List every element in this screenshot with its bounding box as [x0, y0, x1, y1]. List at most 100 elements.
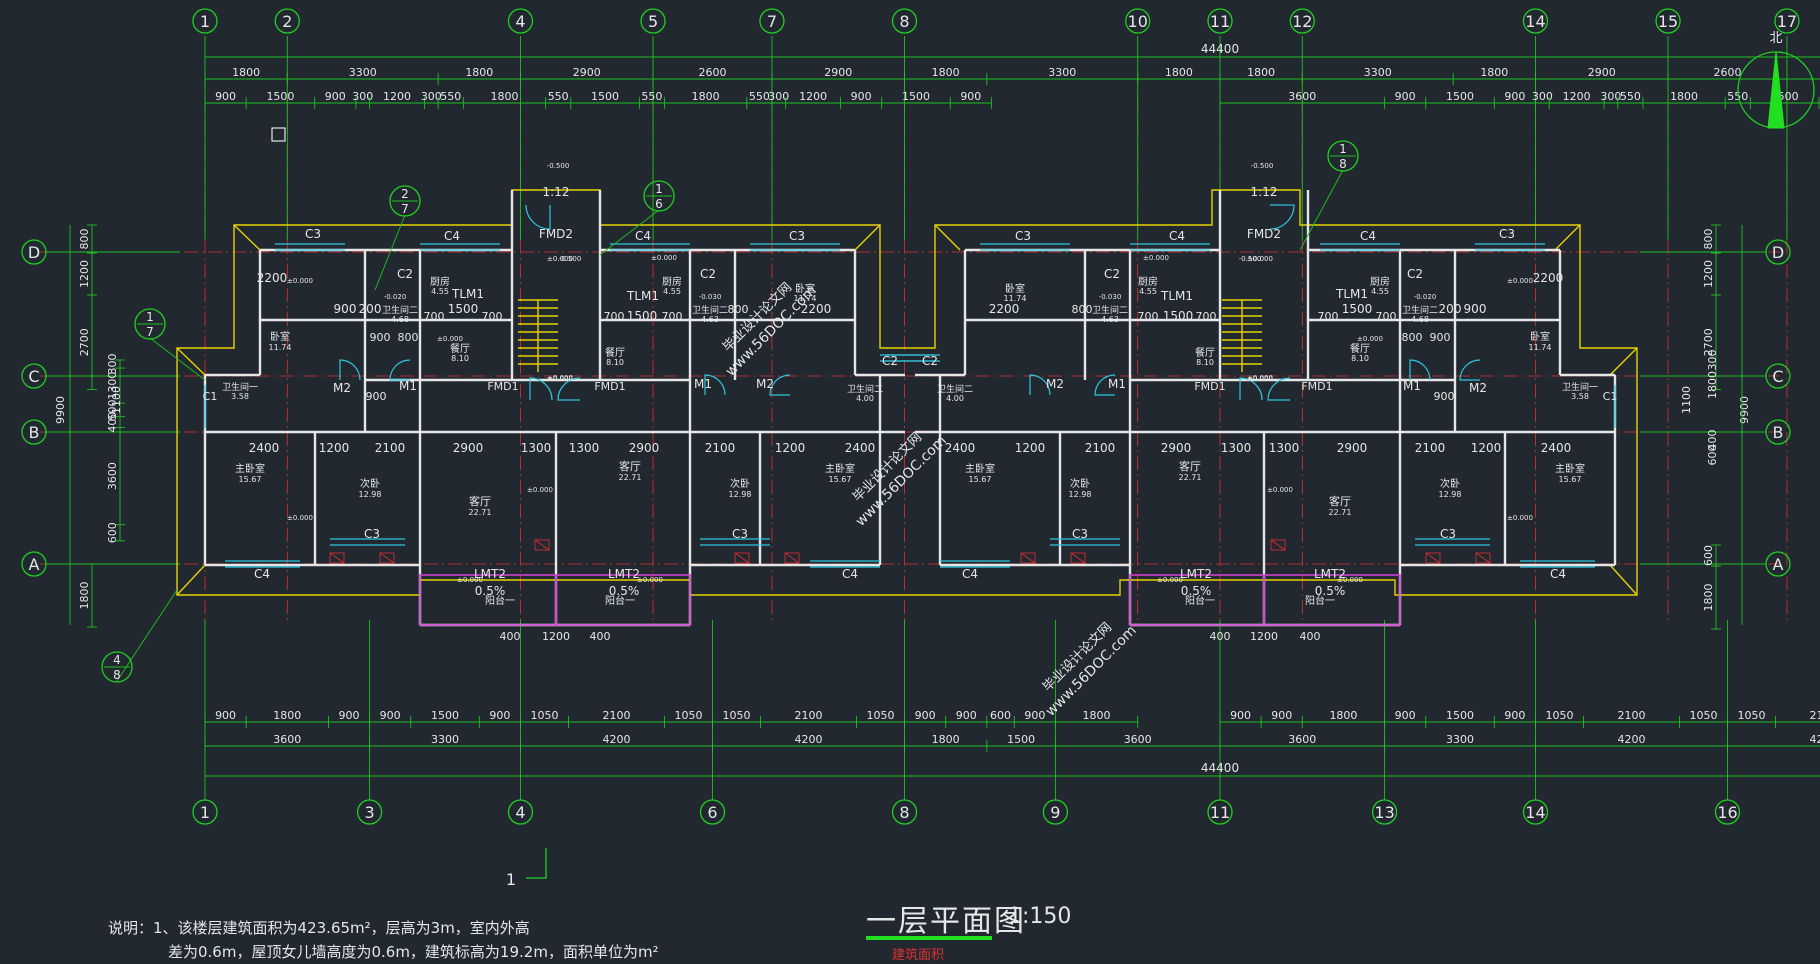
- grid-label-top-7: 7: [767, 12, 777, 31]
- openings: [204, 204, 1616, 626]
- bottom-dim-1b-text-3: 900: [1395, 709, 1416, 722]
- bottom-dim-1b-text-1: 900: [1271, 709, 1292, 722]
- grid-bubble-right-A: [1765, 551, 1791, 577]
- grid-bubble-top-14: [1522, 8, 1549, 34]
- left-dim-inner-text-2: 500: [106, 399, 119, 420]
- grid-bubble-bottom-1: [192, 799, 218, 825]
- label-right-54: 卫生间二: [1092, 304, 1128, 316]
- top-dim-2a-text-17: 900: [960, 90, 981, 103]
- grid-bubble-bottom-6: [699, 799, 726, 825]
- elev-right-7: ±0.000: [1267, 486, 1293, 494]
- label-right-38: 12.98: [1439, 490, 1462, 499]
- label-left-64: 700: [424, 310, 445, 323]
- label-left-53: 4.55: [663, 287, 681, 296]
- top-dim-2a-text-7: 1800: [490, 90, 518, 103]
- hatch-diag-L-3: [734, 552, 750, 564]
- top-dim-2a-text-8: 550: [548, 90, 569, 103]
- label-right-79: 1200: [1015, 441, 1046, 455]
- label-left-15: C1: [203, 390, 218, 403]
- label-left-44: 12.98: [729, 490, 752, 499]
- hatch-diag-R-1: [1425, 552, 1441, 564]
- label-left-37: 次卧: [360, 477, 380, 490]
- right-dim-1100: 1100: [1680, 386, 1693, 414]
- grid-label-right-A: A: [1773, 555, 1784, 574]
- door-right-4: [1094, 374, 1116, 396]
- right-dim-a-text-1: 1200: [1702, 260, 1715, 288]
- label-left-70: 2200: [801, 302, 832, 316]
- left-dim-inner-text-0: 300: [106, 354, 119, 375]
- grid-label-top-17: 17: [1777, 12, 1797, 31]
- label-left-7: TLM1: [626, 289, 659, 303]
- elev2-left-3: -0.030: [699, 293, 722, 301]
- label-right-22: LMT2: [1180, 567, 1212, 581]
- overall-dim-top: 44400: [1201, 42, 1239, 56]
- grid-bubble-top-1: [192, 8, 218, 34]
- label-left-85: 800: [398, 331, 419, 344]
- label-right-64: 700: [1376, 310, 1397, 323]
- door-right-6: [1269, 204, 1295, 230]
- top-dim-1-text-6: 1800: [932, 66, 960, 79]
- elev-left-9: ±0.000: [547, 374, 573, 382]
- label-left-39: 客厅: [469, 494, 491, 508]
- label-right-74: 2900: [1337, 441, 1368, 455]
- label-right-11: M1: [1403, 379, 1421, 393]
- bottom-dim-2-text-2: 4200: [602, 733, 630, 746]
- grid-bubble-bottom-4: [507, 799, 534, 825]
- label-left-58: 卫生间二: [847, 383, 883, 395]
- label-left-45: 主卧室: [825, 462, 855, 475]
- grid-bubble-top-7: [759, 8, 785, 34]
- grid-bubble-bottom-13: [1371, 799, 1398, 825]
- elev2-left-2: -0.020: [384, 293, 407, 301]
- label-left-51: 1:12: [543, 185, 570, 199]
- label-right-8: FMD2: [1247, 227, 1281, 241]
- grid-bubble-bottom-16: [1714, 799, 1741, 825]
- label-right-39: 客厅: [1329, 494, 1351, 508]
- label-left-23: 卧室: [270, 330, 290, 343]
- label-right-29: 卫生间一: [1562, 381, 1598, 393]
- label-right-7: TLM1: [1160, 289, 1193, 303]
- top-dim-2a-text-3: 300: [352, 90, 373, 103]
- right-dim-300: 300: [1706, 350, 1719, 371]
- top-dim-2a-text-0: 900: [215, 90, 236, 103]
- right-dim-3600: 600: [1706, 445, 1719, 466]
- bottom-dim-1b-text-9: 1050: [1738, 709, 1766, 722]
- label-right-27: 卫生间二: [1402, 304, 1438, 316]
- label-right-51: 1:12: [1251, 185, 1278, 199]
- label-right-57: 11.74: [1004, 294, 1027, 303]
- grid-bubble-left-A: [21, 551, 47, 577]
- grid-label-top-11: 11: [1210, 12, 1230, 31]
- label-right-36: 15.67: [1559, 475, 1582, 484]
- label-right-19: C4: [1550, 567, 1566, 581]
- top-dim-1-text-4: 2600: [699, 66, 727, 79]
- grid-bubble-top-17: [1774, 8, 1800, 34]
- top-dim-2a-text-2: 900: [325, 90, 346, 103]
- label-left-50: 0.5%: [609, 584, 640, 598]
- label-right-69: 800: [1072, 303, 1093, 316]
- label-right-10: FMD1: [1194, 380, 1225, 393]
- label-right-40: 22.71: [1329, 508, 1352, 517]
- bottom-dim-2-text-9: 4200: [1617, 733, 1645, 746]
- bottom-dim-1b-text-0: 900: [1230, 709, 1251, 722]
- bottom-dim-1a-text-16: 1800: [1083, 709, 1111, 722]
- label-left-13: M1: [694, 377, 712, 391]
- top-dim-2a-text-13: 300: [768, 90, 789, 103]
- elev2-right-3: -0.030: [1099, 293, 1122, 301]
- elev2-right-0: -0.500: [1251, 162, 1274, 170]
- label-left-59: 4.00: [856, 394, 874, 403]
- top-dim-2b-text-1: 900: [1395, 90, 1416, 103]
- label-right-9: FMD1: [1301, 380, 1332, 393]
- bottom-dim-1b-text-7: 2100: [1617, 709, 1645, 722]
- elev-left-5: ±0.000: [637, 576, 663, 584]
- label-left-77: 2900: [629, 441, 660, 455]
- top-dim-2a-text-5: 300: [421, 90, 442, 103]
- grid-label-top-14: 14: [1525, 12, 1545, 31]
- label-left-4: C2: [397, 267, 413, 281]
- label-right-84: 900: [1430, 331, 1451, 344]
- door-left-2: [529, 377, 553, 401]
- label-right-43: 次卧: [1070, 477, 1090, 490]
- label-left-42: 22.71: [619, 473, 642, 482]
- label-right-72: 1200: [1471, 441, 1502, 455]
- grid-label-top-5: 5: [648, 12, 658, 31]
